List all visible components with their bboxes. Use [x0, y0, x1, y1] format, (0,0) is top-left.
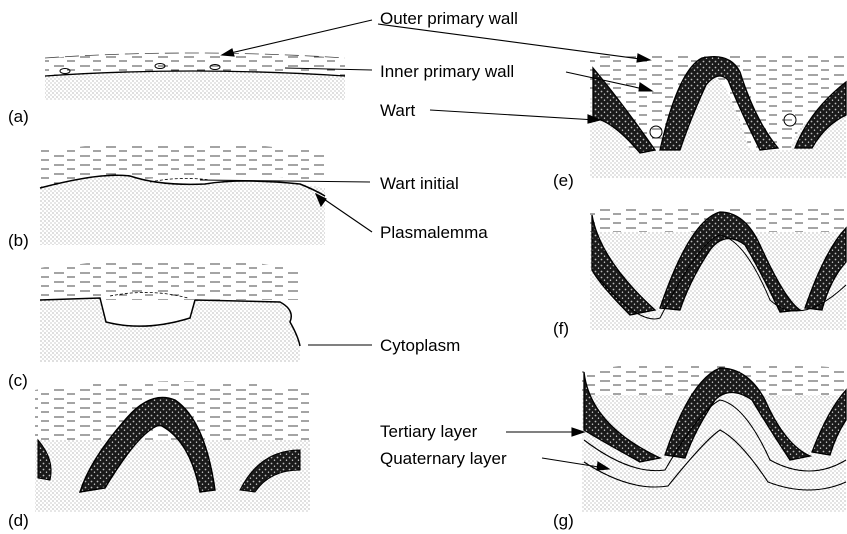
- leader-outer-primary-wall-a: [222, 20, 372, 55]
- leader-wart: [430, 110, 596, 120]
- panel-b-drawing: [40, 143, 325, 245]
- label-cytoplasm: Cytoplasm: [380, 337, 460, 354]
- label-outer-primary-wall: Outer primary wall: [380, 10, 518, 27]
- panel-label-e: (e): [553, 172, 574, 189]
- panel-label-b: (b): [8, 232, 29, 249]
- panel-g-drawing: [582, 363, 846, 512]
- label-quaternary-layer: Quaternary layer: [380, 450, 507, 467]
- panel-label-f: (f): [553, 320, 569, 337]
- panel-a-drawing: [45, 53, 345, 100]
- label-wart-initial: Wart initial: [380, 175, 459, 192]
- leader-plasmalemma: [318, 195, 372, 232]
- panel-d-drawing: [35, 381, 310, 512]
- panel-label-c: (c): [8, 372, 28, 389]
- panel-label-g: (g): [553, 512, 574, 529]
- label-plasmalemma: Plasmalemma: [380, 224, 488, 241]
- label-inner-primary-wall: Inner primary wall: [380, 63, 514, 80]
- panel-e-drawing: [590, 55, 846, 178]
- label-wart: Wart: [380, 102, 415, 119]
- panel-label-a: (a): [8, 108, 29, 125]
- label-tertiary-layer: Tertiary layer: [380, 423, 477, 440]
- leader-outer-primary-wall-e: [378, 24, 648, 60]
- panel-f-drawing: [590, 208, 846, 330]
- panel-c-drawing: [40, 260, 300, 362]
- panel-label-d: (d): [8, 512, 29, 529]
